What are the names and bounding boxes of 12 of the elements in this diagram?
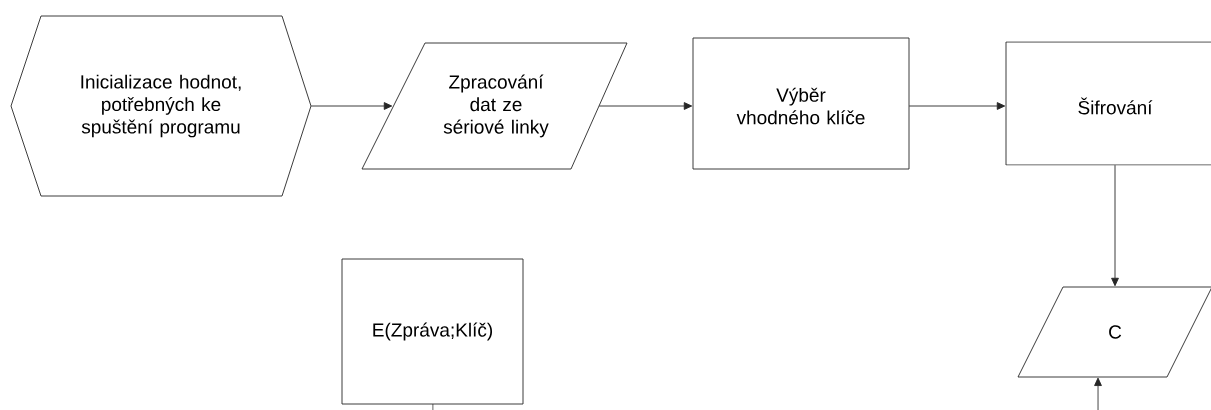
arrow (1094, 377, 1102, 410)
arrow (598, 102, 693, 110)
arrow (1111, 164, 1119, 287)
process-box: Výběr vhodného klíče (692, 37, 910, 170)
process-box: E(Zpráva;Klíč) (341, 258, 524, 405)
connector-line (432, 403, 434, 410)
data-parallelogram: C (1017, 286, 1211, 378)
arrow (908, 102, 1006, 110)
arrow (310, 102, 393, 110)
preparation-hexagon: Inicializace hodnot, potřebných ke spuštění programu (10, 15, 312, 197)
data-parallelogram: Zpracování dat ze sériové linky (361, 42, 628, 170)
process-box: Šifrování (1005, 41, 1211, 166)
